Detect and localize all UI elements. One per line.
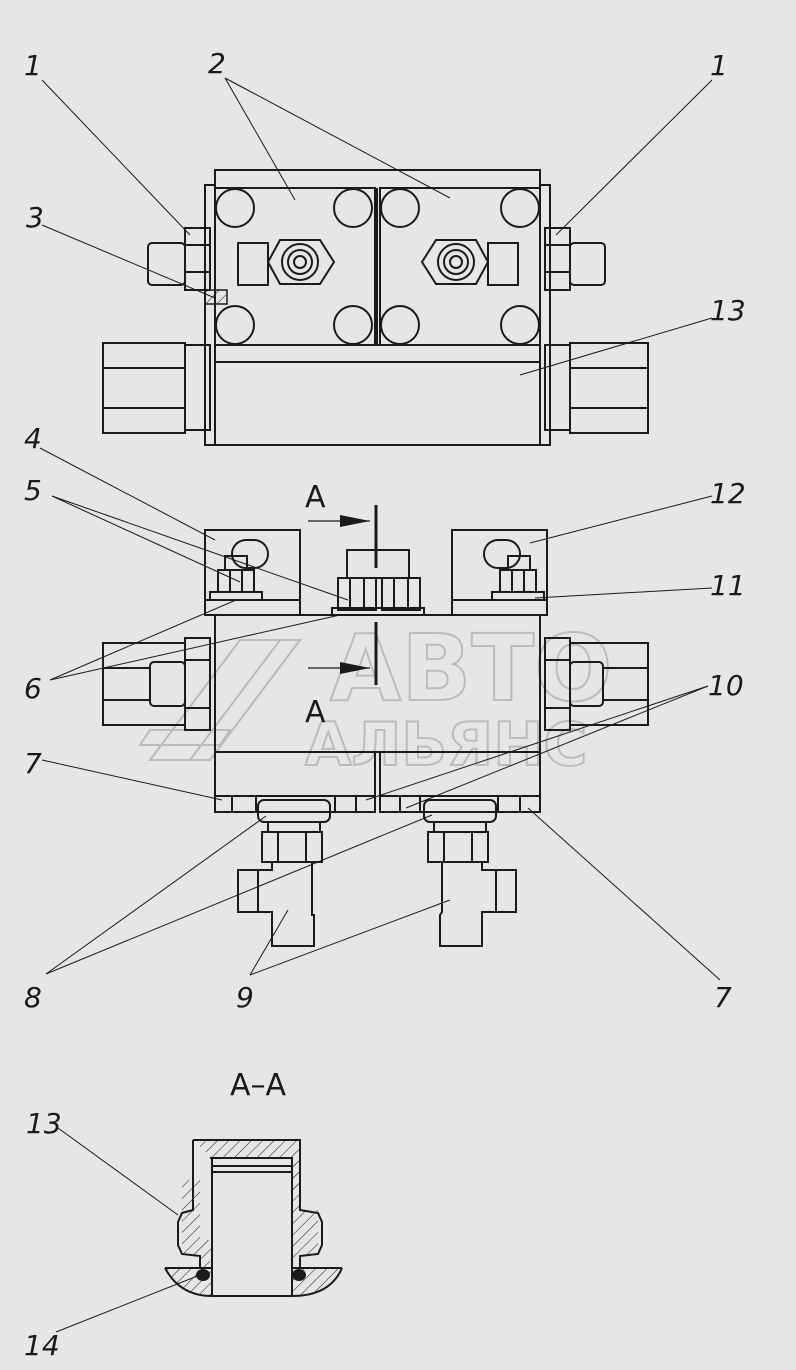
top-view	[102, 169, 649, 446]
callout-13-top: 13	[710, 294, 746, 327]
nut-right-top	[544, 227, 606, 291]
section-title: A–A	[230, 1068, 287, 1103]
port-right-top	[544, 342, 649, 434]
callout-4: 4	[24, 422, 42, 455]
bolts-top	[215, 188, 540, 345]
nuts-block-left	[209, 555, 263, 601]
valve-block-left	[214, 187, 376, 346]
callout-9: 9	[236, 981, 254, 1014]
block-12	[451, 529, 548, 616]
fitting-left-lower	[237, 799, 331, 947]
callout-14: 14	[24, 1329, 60, 1362]
port-left-top	[102, 342, 211, 434]
callout-6: 6	[24, 672, 42, 705]
callout-5: 5	[24, 474, 42, 507]
fitting-right-lower	[423, 799, 517, 947]
callout-7-left: 7	[24, 747, 42, 780]
callout-2: 2	[208, 47, 226, 80]
front-view	[102, 505, 649, 947]
port-right-front	[544, 637, 649, 731]
fitting-left-top	[237, 239, 336, 286]
callout-11: 11	[710, 569, 746, 602]
nuts-block-right	[491, 555, 545, 601]
watermark-line2: АЛЬЯНС	[305, 710, 587, 780]
block-4	[204, 529, 301, 616]
section-arrow-label-top: A	[305, 480, 326, 515]
valve-block-right	[379, 187, 541, 346]
callout-7-right: 7	[714, 981, 732, 1014]
callout-12: 12	[710, 477, 746, 510]
leader-lines	[39, 77, 721, 1333]
callout-labels: 1 2 1 3 13 4 5 12 11 6 10 7 8 9 7 13 14	[24, 47, 746, 1362]
section-outline	[164, 1139, 343, 1297]
callout-1-left: 1	[24, 49, 42, 82]
callout-8: 8	[24, 981, 42, 1014]
watermark-logo-icon	[138, 639, 302, 761]
port-left-front	[102, 637, 211, 731]
lower-block-right	[379, 751, 541, 813]
callout-13-section: 13	[26, 1107, 62, 1140]
section-view	[164, 1139, 343, 1297]
callout-1-right: 1	[710, 49, 728, 82]
lower-block-left	[214, 751, 376, 813]
fitting-right-top	[420, 239, 519, 286]
callout-3: 3	[26, 201, 44, 234]
callout-10: 10	[708, 669, 744, 702]
nut-left-top	[147, 227, 211, 291]
section-arrow-label-bottom: A	[305, 695, 326, 730]
